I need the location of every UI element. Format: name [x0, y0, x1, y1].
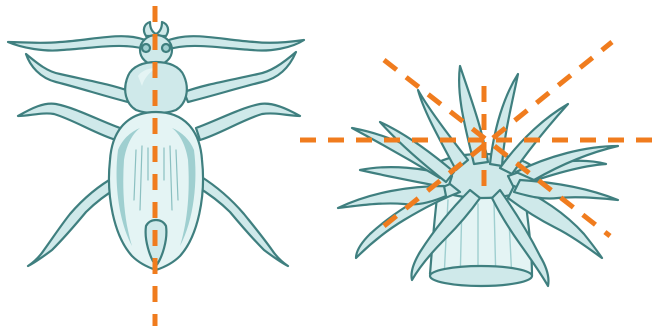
beetle-leg-front-right: [184, 52, 296, 102]
beetle-antenna-right: [164, 36, 304, 50]
beetle-leg-front-left: [26, 54, 132, 102]
beetle-leg-hind-right: [196, 176, 288, 266]
beetle-antenna-left: [8, 36, 150, 50]
anemone-tentacle: [514, 180, 618, 200]
anemone-base: [430, 266, 532, 286]
beetle-eye-left: [142, 44, 150, 52]
sea-anemone: [338, 66, 618, 286]
beetle-leg-hind-left: [28, 176, 120, 266]
beetle-eye-right: [162, 44, 170, 52]
beetle-leg-middle-right: [196, 104, 300, 140]
beetle-leg-middle-left: [18, 104, 120, 140]
